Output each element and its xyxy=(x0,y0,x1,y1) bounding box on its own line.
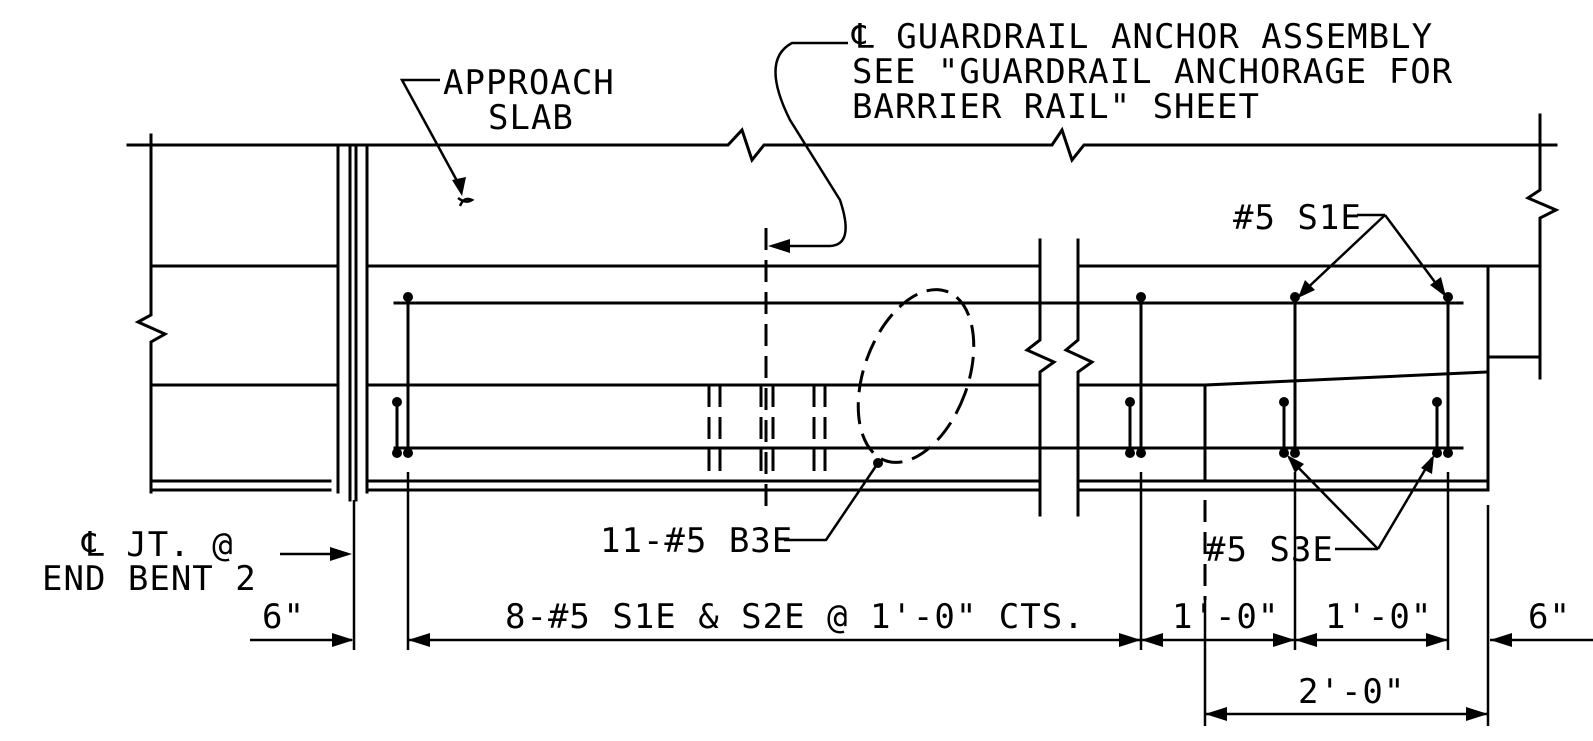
guardrail-note-line2: SEE "GUARDRAIL ANCHORAGE FOR xyxy=(852,52,1453,92)
leader-lines xyxy=(280,41,1446,561)
s1e-callout: #5 S1E xyxy=(1233,198,1362,238)
dim-right-six-inch: 6" xyxy=(1528,597,1571,637)
guardrail-note-line3: BARRIER RAIL" SHEET xyxy=(852,87,1260,127)
joint-label-line2: END BENT 2 xyxy=(42,559,257,599)
s3e-callout: #5 S3E xyxy=(1205,530,1334,570)
guardrail-note-line1: ℄ GUARDRAIL ANCHOR ASSEMBLY xyxy=(851,17,1433,57)
b3e-callout: 11-#5 B3E xyxy=(600,521,793,561)
dim-two-feet: 2'-0" xyxy=(1298,672,1405,712)
dimension-lines xyxy=(250,472,1593,726)
slab-outline xyxy=(126,113,1560,517)
anchor-dashed-lines xyxy=(707,228,1460,600)
dim-main-span: 8-#5 S1E & S2E @ 1'-0" CTS. xyxy=(505,597,1085,637)
approach-slab-label-line1: APPROACH xyxy=(443,63,615,103)
dim-one-foot-a: 1'-0" xyxy=(1172,597,1279,637)
dim-one-foot-b: 1'-0" xyxy=(1325,597,1432,637)
approach-slab-label-line2: SLAB xyxy=(488,98,574,138)
joint-label-line1: ℄ JT. @ xyxy=(81,525,234,565)
rebar-bars xyxy=(392,292,1464,458)
dim-left-six-inch: 6" xyxy=(262,597,305,637)
